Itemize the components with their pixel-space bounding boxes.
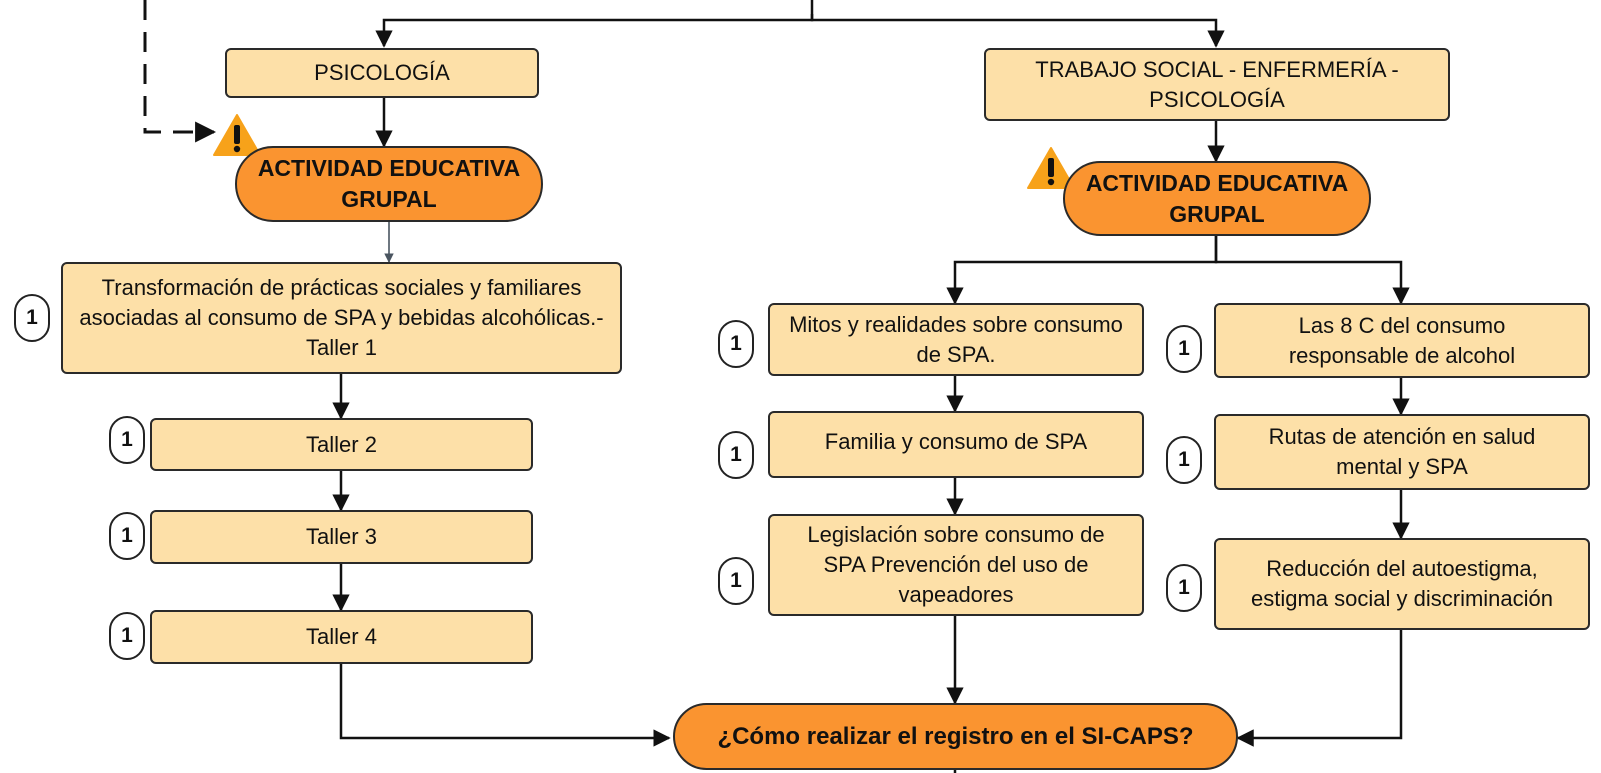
count-badge: 1: [14, 294, 50, 342]
count-badge: 1: [1166, 564, 1202, 612]
edge-top-right: [810, 14, 1225, 48]
warning-icon: [1027, 147, 1075, 189]
topic-box-familia: Familia y consumo de SPA: [768, 411, 1144, 478]
step-box-taller4: Taller 4: [150, 610, 533, 664]
step-box-taller2: Taller 2: [150, 418, 533, 471]
warning-icon: [213, 114, 261, 156]
discipline-box-psicologia: PSICOLOGÍA: [225, 48, 539, 98]
step-box-taller3: Taller 3: [150, 510, 533, 564]
edge-b3-final: [1236, 630, 1403, 747]
count-badge: 1: [1166, 436, 1202, 484]
topic-box-reduccion: Reducción del autoestigma, estigma socia…: [1214, 538, 1590, 630]
count-badge: 1: [109, 512, 145, 560]
edge-activity-split-b: [1214, 236, 1410, 305]
count-badge: 1: [109, 612, 145, 660]
count-badge: 1: [718, 431, 754, 479]
edge-top-left: [375, 14, 814, 48]
count-badge: 1: [109, 416, 145, 464]
final-question-pill[interactable]: ¿Cómo realizar el registro en el SI-CAPS…: [673, 703, 1238, 770]
count-badge: 1: [718, 320, 754, 368]
topic-box-mitos: Mitos y realidades sobre consumo de SPA.: [768, 303, 1144, 376]
topic-box-8c: Las 8 C del consumo responsable de alcoh…: [1214, 303, 1590, 378]
step-box-taller1: Transformación de prácticas sociales y f…: [61, 262, 622, 374]
count-badge: 1: [1166, 325, 1202, 373]
topic-box-legislacion: Legislación sobre consumo de SPA Prevenc…: [768, 514, 1144, 616]
activity-pill-right: ACTIVIDAD EDUCATIVA GRUPAL: [1063, 161, 1371, 236]
edge-taller4-final: [339, 664, 671, 747]
activity-pill-left: ACTIVIDAD EDUCATIVA GRUPAL: [235, 146, 543, 222]
count-badge: 1: [718, 557, 754, 605]
topic-box-rutas: Rutas de atención en salud mental y SPA: [1214, 414, 1590, 490]
edge-dashed-loop: [143, 0, 217, 143]
discipline-box-trabajo-social: TRABAJO SOCIAL - ENFERMERÍA - PSICOLOGÍA: [984, 48, 1450, 121]
edge-activity-split-a: [946, 236, 1218, 305]
